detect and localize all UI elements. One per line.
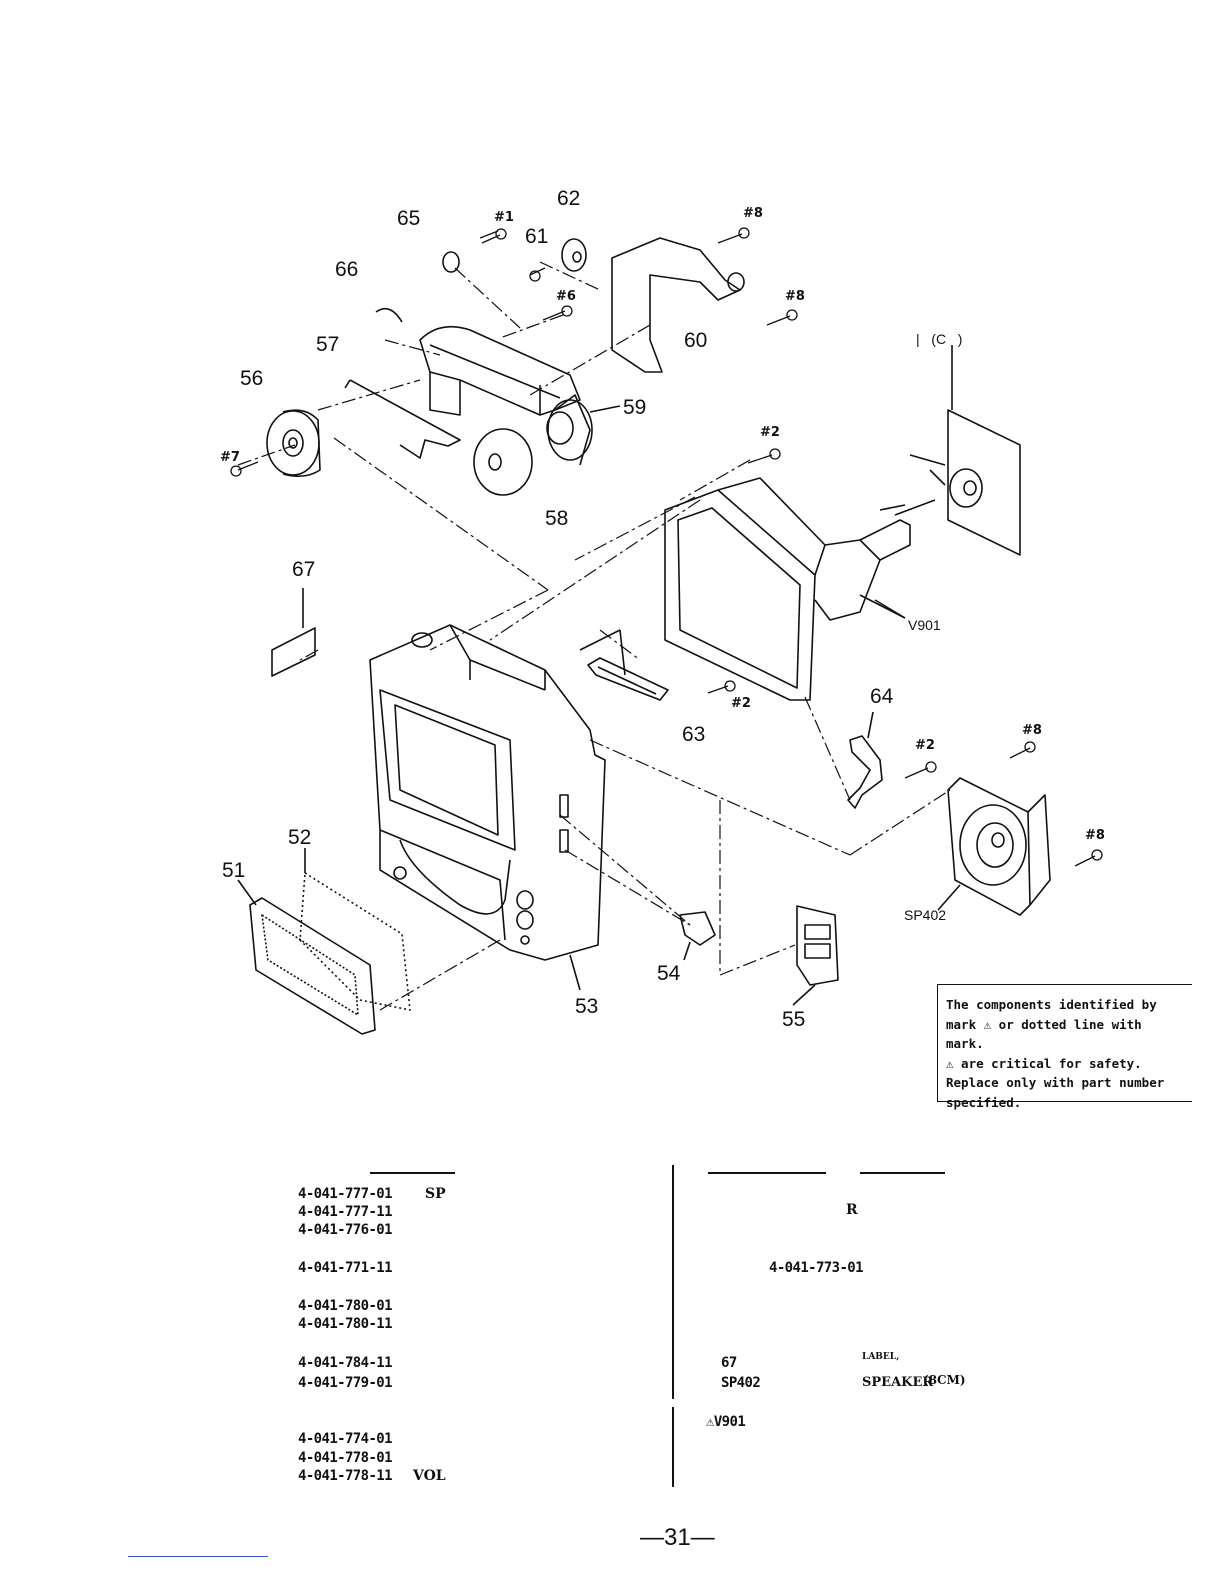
notice-line: Replace only with part number	[946, 1075, 1165, 1090]
part-number: 4-041-784-11	[298, 1355, 393, 1371]
callout-v901: V901	[908, 617, 941, 633]
screw-label-2: #2	[760, 425, 780, 440]
callout-55: 55	[782, 1008, 806, 1031]
callout-65: 65	[397, 207, 421, 230]
callout-61: 61	[525, 225, 549, 248]
column-divider	[672, 1407, 674, 1487]
part-number: 4-041-774-01	[298, 1431, 393, 1447]
notice-line: specified.	[946, 1094, 1022, 1110]
ref-number: 67	[721, 1355, 737, 1371]
header-rule	[860, 1172, 945, 1174]
ref-number: ⚠V901	[706, 1414, 746, 1430]
part-description: SPEAKER	[862, 1375, 934, 1390]
screw-label-1: #1	[494, 210, 514, 225]
screw-label-8: #8	[785, 289, 805, 304]
part-description: LABEL,	[862, 1352, 900, 1362]
screw-label-8: #8	[743, 206, 763, 221]
callout-58: 58	[545, 507, 569, 530]
part-number: 4-041-780-11	[298, 1316, 393, 1332]
footer-rule	[128, 1556, 268, 1557]
safety-notice-box: The components identified by mark ⚠ or d…	[937, 984, 1192, 1110]
callout-56: 56	[240, 367, 264, 390]
page-number: —31—	[640, 1524, 715, 1551]
callout-51: 51	[222, 859, 246, 882]
exploded-view-diagram	[230, 227, 1103, 1035]
callout-64: 64	[870, 685, 894, 708]
safety-notice-text: The components identified by mark ⚠ or d…	[946, 995, 1186, 1112]
part-number: 4-041-777-11	[298, 1204, 393, 1220]
part-description: VOL	[413, 1468, 446, 1484]
notice-line: The components identified by	[946, 997, 1157, 1012]
notice-line: ⚠ are critical for safety.	[946, 1055, 1142, 1071]
callout-60: 60	[684, 329, 708, 352]
part-number: 4-041-780-01	[298, 1298, 393, 1314]
part-number: 4-041-771-11	[298, 1260, 393, 1276]
callout-57: 57	[316, 333, 340, 356]
callout-67: 67	[292, 558, 316, 581]
screw-label-7: #7	[220, 450, 240, 465]
part-number: 4-041-779-01	[298, 1375, 393, 1391]
callout-63: 63	[682, 723, 706, 746]
header-rule	[708, 1172, 826, 1174]
screw-label-8: #8	[1085, 828, 1105, 843]
callout-59: 59	[623, 396, 647, 419]
part-number: 4-041-777-01	[298, 1186, 393, 1202]
part-number: 4-041-773-01	[769, 1260, 864, 1276]
screw-label-2: #2	[731, 696, 751, 711]
part-number: 4-041-778-11	[298, 1468, 393, 1484]
notice-line: mark ⚠ or dotted line with mark.	[946, 1016, 1142, 1052]
callout-66: 66	[335, 258, 359, 281]
part-number: 4-041-776-01	[298, 1222, 393, 1238]
part-number: 4-041-778-01	[298, 1450, 393, 1466]
screw-label-2: #2	[915, 738, 935, 753]
ref-number: SP402	[721, 1375, 761, 1391]
callout-54: 54	[657, 962, 681, 985]
callout-62: 62	[557, 187, 581, 210]
screw-label-6: #6	[556, 289, 576, 304]
part-description: (8CM)	[923, 1373, 966, 1387]
callout-sp402: SP402	[904, 907, 947, 923]
screw-label-8: #8	[1022, 723, 1042, 738]
column-divider	[672, 1165, 674, 1399]
header-rule	[370, 1172, 455, 1174]
part-description: SP	[425, 1186, 446, 1202]
callout-53: 53	[575, 995, 599, 1018]
part-description: R	[846, 1202, 858, 1218]
callout-crt-board: | (C )	[916, 331, 963, 347]
callout-52: 52	[288, 826, 312, 849]
